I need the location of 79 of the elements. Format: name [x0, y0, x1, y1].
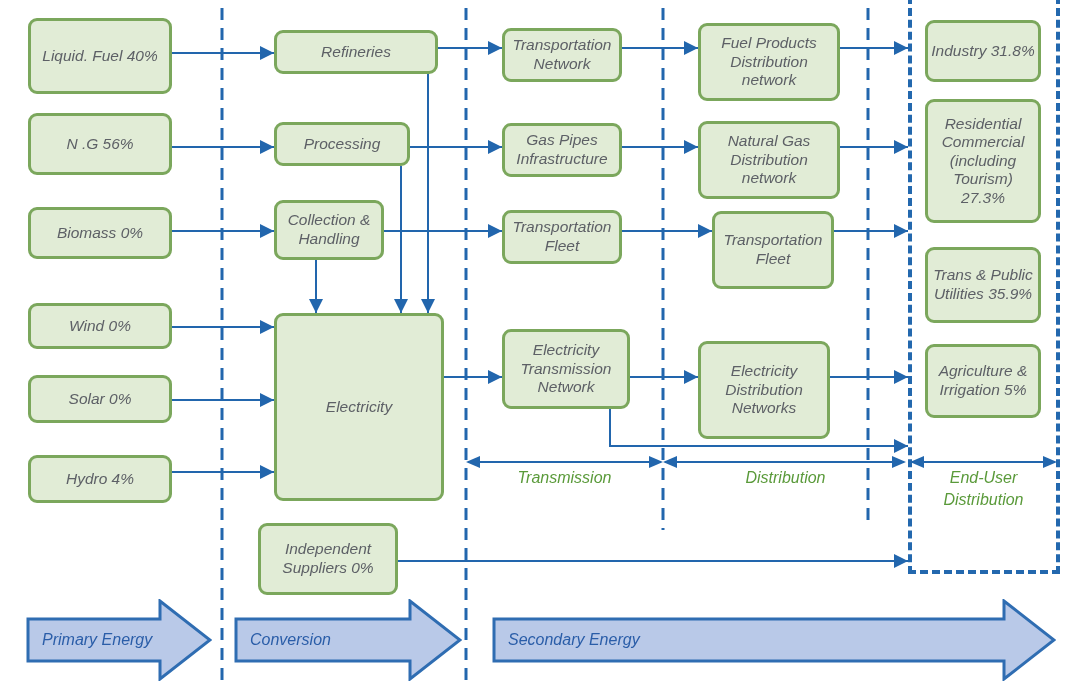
- node-label: Industry 31.8%: [931, 41, 1035, 61]
- dimension-label: Transmission: [516, 468, 613, 488]
- stage-label: Primary Energy: [41, 630, 153, 650]
- phase-banner: [234, 599, 462, 681]
- node-label: Independent Suppliers 0%: [281, 540, 375, 578]
- dashed-region: [908, 0, 1060, 574]
- dimension-label: End-User Distribution: [942, 468, 1025, 511]
- arrow: [833, 224, 909, 238]
- node-label: Wind 0%: [69, 316, 131, 336]
- process-box: [274, 122, 410, 166]
- process-box: [28, 207, 172, 259]
- process-box: [28, 455, 172, 503]
- node-label: Hydro 4%: [65, 469, 135, 489]
- arrow: [171, 46, 275, 60]
- arrow: [443, 370, 503, 384]
- node-label: Liquid. Fuel 40%: [42, 46, 158, 66]
- node-label: Agriculture & Irrigation 5%: [937, 362, 1029, 400]
- node-label: Gas Pipes Infrastructure: [515, 131, 609, 169]
- phase-banner: [492, 599, 1056, 681]
- arrow: [171, 465, 275, 479]
- process-box: [502, 329, 630, 409]
- node-label: Transportation Network: [511, 36, 613, 74]
- process-box: [28, 113, 172, 175]
- stage-label: Secondary Energy: [507, 630, 640, 650]
- arrow: [394, 165, 408, 314]
- arrow: [171, 224, 275, 238]
- node-label: Electricity: [325, 397, 393, 417]
- process-box: [274, 30, 438, 74]
- process-box: [712, 211, 834, 289]
- node-label: Biomass 0%: [56, 223, 144, 243]
- node-label: Trans & Public Utilities 35.9%: [932, 266, 1034, 304]
- arrow: [309, 259, 323, 314]
- node-label: Collection & Handling: [286, 211, 372, 249]
- node-label: Transportation Fleet: [511, 218, 613, 256]
- process-box: [28, 18, 172, 94]
- node-label: Refineries: [321, 42, 391, 62]
- process-box: [502, 123, 622, 177]
- stage-label: Conversion: [249, 630, 331, 650]
- process-box: [698, 23, 840, 101]
- arrow: [621, 41, 699, 55]
- process-box: [925, 99, 1041, 223]
- node-label: N .G 56%: [66, 134, 134, 154]
- arrow: [171, 393, 275, 407]
- node-label: Processing: [303, 134, 381, 154]
- node-label: Electricity Transmission Network: [519, 341, 613, 397]
- arrow: [383, 224, 503, 238]
- process-box: [698, 341, 830, 439]
- node-label: Electricity Distribution Networks: [724, 362, 804, 418]
- process-box: [28, 375, 172, 423]
- arrow: [171, 320, 275, 334]
- process-box: [502, 28, 622, 82]
- node-label: Fuel Products Distribution network: [720, 34, 818, 90]
- node-label: Residential Commercial (including Tourism) 27.3%: [940, 114, 1026, 208]
- arrow: [839, 41, 909, 55]
- arrow: [409, 140, 503, 154]
- node-label: Solar 0%: [68, 389, 132, 409]
- arrow: [609, 408, 909, 453]
- arrow: [171, 140, 275, 154]
- arrow: [629, 370, 699, 384]
- process-box: [925, 247, 1041, 323]
- arrow: [621, 224, 713, 238]
- arrow: [829, 370, 909, 384]
- process-box: [925, 344, 1041, 418]
- process-box: [258, 523, 398, 595]
- node-label: Transportation Fleet: [722, 231, 824, 269]
- process-box: [925, 20, 1041, 82]
- process-box: [502, 210, 622, 264]
- arrow: [397, 554, 909, 568]
- node-label: Natural Gas Distribution network: [726, 132, 812, 188]
- dimension-label: Distribution: [744, 468, 827, 488]
- process-box: [28, 303, 172, 349]
- process-box: [274, 313, 444, 501]
- arrow: [621, 140, 699, 154]
- arrow: [839, 140, 909, 154]
- arrow: [421, 73, 435, 314]
- phase-banner: [26, 599, 212, 681]
- process-box: [274, 200, 384, 260]
- process-box: [698, 121, 840, 199]
- arrow: [437, 41, 503, 55]
